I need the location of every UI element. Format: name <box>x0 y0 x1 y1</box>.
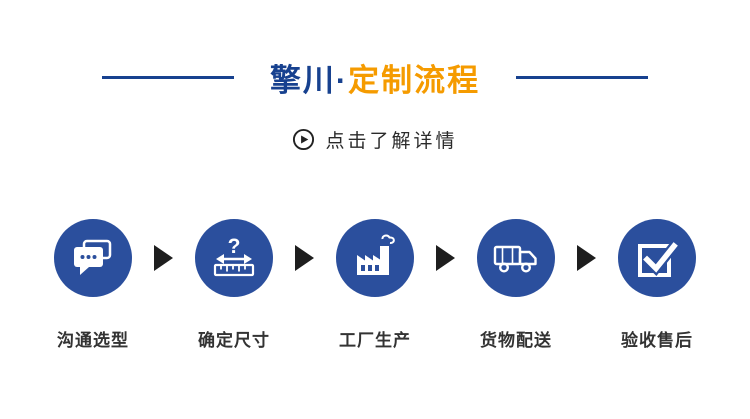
ruler-measure-icon: ? <box>213 235 255 277</box>
section-header: 擎川·定制流程 <box>0 55 750 100</box>
svg-text:?: ? <box>228 235 241 258</box>
delivery-truck-icon <box>493 245 537 273</box>
process-flow: 沟通选型 ? 确定尺寸 <box>0 219 750 351</box>
step-label: 工厂生产 <box>339 331 411 350</box>
title-line-right <box>516 76 649 79</box>
brand-name: 擎川· <box>269 63 349 98</box>
play-icon <box>293 128 315 151</box>
chat-bubbles-icon <box>74 239 112 275</box>
details-link-label: 点击了解详情 <box>325 131 458 152</box>
step-circle <box>336 219 414 297</box>
process-step-sizing: ? 确定尺寸 <box>182 219 286 351</box>
process-step-communication: 沟通选型 <box>41 219 145 351</box>
step-circle <box>618 219 696 297</box>
factory-icon <box>357 234 395 275</box>
step-circle: ? <box>195 219 273 297</box>
page-title: 擎川·定制流程 <box>270 55 480 100</box>
process-step-production: 工厂生产 <box>323 219 427 351</box>
arrow-right-icon <box>577 245 596 271</box>
step-circle <box>54 219 132 297</box>
step-circle <box>477 219 555 297</box>
details-link[interactable]: 点击了解详情 <box>0 126 750 153</box>
process-step-acceptance: 验收售后 <box>605 219 709 351</box>
arrow-right-icon <box>295 245 314 271</box>
arrow-right-icon <box>154 245 173 271</box>
arrow-right-icon <box>436 245 455 271</box>
title-highlight: 定制流程 <box>348 63 481 98</box>
step-label: 货物配送 <box>480 331 552 350</box>
process-step-delivery: 货物配送 <box>464 219 568 351</box>
step-label: 验收售后 <box>621 331 693 350</box>
step-label: 沟通选型 <box>57 331 129 350</box>
title-line-left <box>101 76 234 79</box>
step-label: 确定尺寸 <box>198 331 270 350</box>
checkmark-icon <box>638 242 678 277</box>
